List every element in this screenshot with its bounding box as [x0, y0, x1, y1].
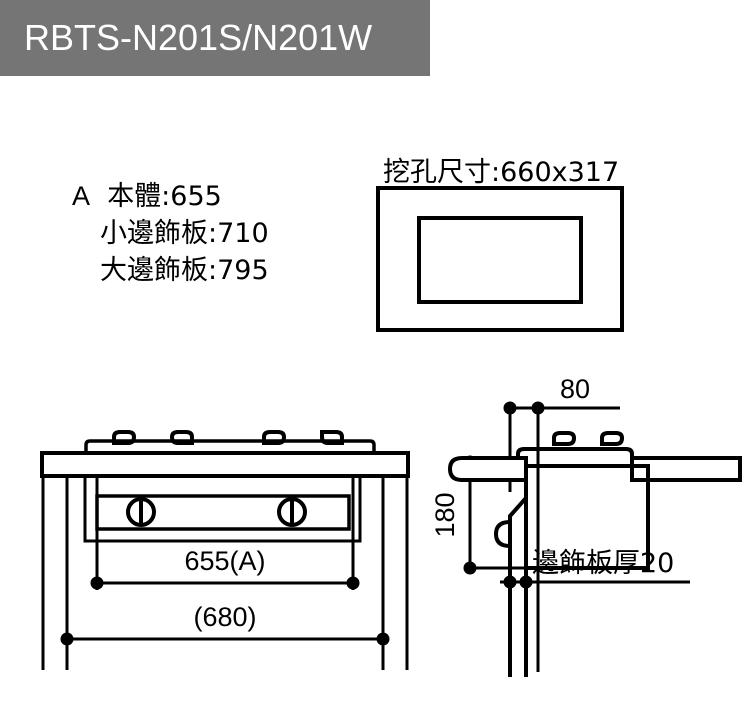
cutout-outer-frame [376, 186, 624, 332]
section-body-outline [524, 464, 650, 570]
trim-thickness-callout: 邊飾板厚20 [500, 548, 690, 589]
spec-large-trim-label: 大邊飾板:795 [100, 255, 269, 286]
dimension-outer-680: (680) [60, 602, 390, 646]
spec-line-body: A 本體:655 [72, 178, 269, 215]
header-banner: RBTS-N201S/N201W [0, 0, 430, 76]
control-knob-right[interactable] [277, 497, 307, 527]
control-knob-left[interactable] [126, 497, 156, 527]
spec-line-small-trim: 小邊飾板:710 [72, 215, 269, 252]
cooktop-flange-plate [40, 451, 410, 478]
spec-small-trim-label: 小邊飾板:710 [100, 218, 269, 249]
section-clip [493, 520, 511, 548]
cooktop-body-outline [83, 474, 362, 543]
dimension-inner-655: 655(A) [90, 546, 360, 590]
section-right-flange [630, 456, 742, 482]
specification-list: A 本體:655 小邊飾板:710 大邊飾板:795 [72, 178, 269, 289]
section-top-plate [516, 447, 634, 466]
section-grate-supports [552, 431, 625, 446]
page-title: RBTS-N201S/N201W [24, 17, 373, 58]
front-view-diagram: 655(A) (680) [40, 420, 440, 680]
cooktop-top-plate [84, 439, 376, 453]
cabinet-side-lines [41, 476, 409, 670]
spec-body-label: 本體:655 [107, 181, 222, 212]
dimension-inner-label: 655(A) [184, 546, 265, 576]
spec-line-large-trim: 大邊飾板:795 [72, 252, 269, 289]
spec-code-letter: A [72, 181, 91, 211]
cutout-diagram [376, 186, 624, 332]
section-mounting-bracket [508, 480, 528, 568]
dimension-height-label: 180 [430, 492, 460, 537]
dimension-outer-label: (680) [193, 602, 256, 632]
cutout-dimension-label: 挖孔尺寸:660x317 [383, 157, 620, 188]
trim-thickness-label: 邊飾板厚20 [532, 548, 674, 579]
cutout-inner-opening [417, 216, 583, 304]
side-section-diagram: 80 180 [430, 374, 742, 682]
dimension-depth-label: 80 [560, 374, 590, 404]
dimension-depth-80: 80 [503, 374, 620, 415]
section-control-knob[interactable] [447, 456, 528, 482]
